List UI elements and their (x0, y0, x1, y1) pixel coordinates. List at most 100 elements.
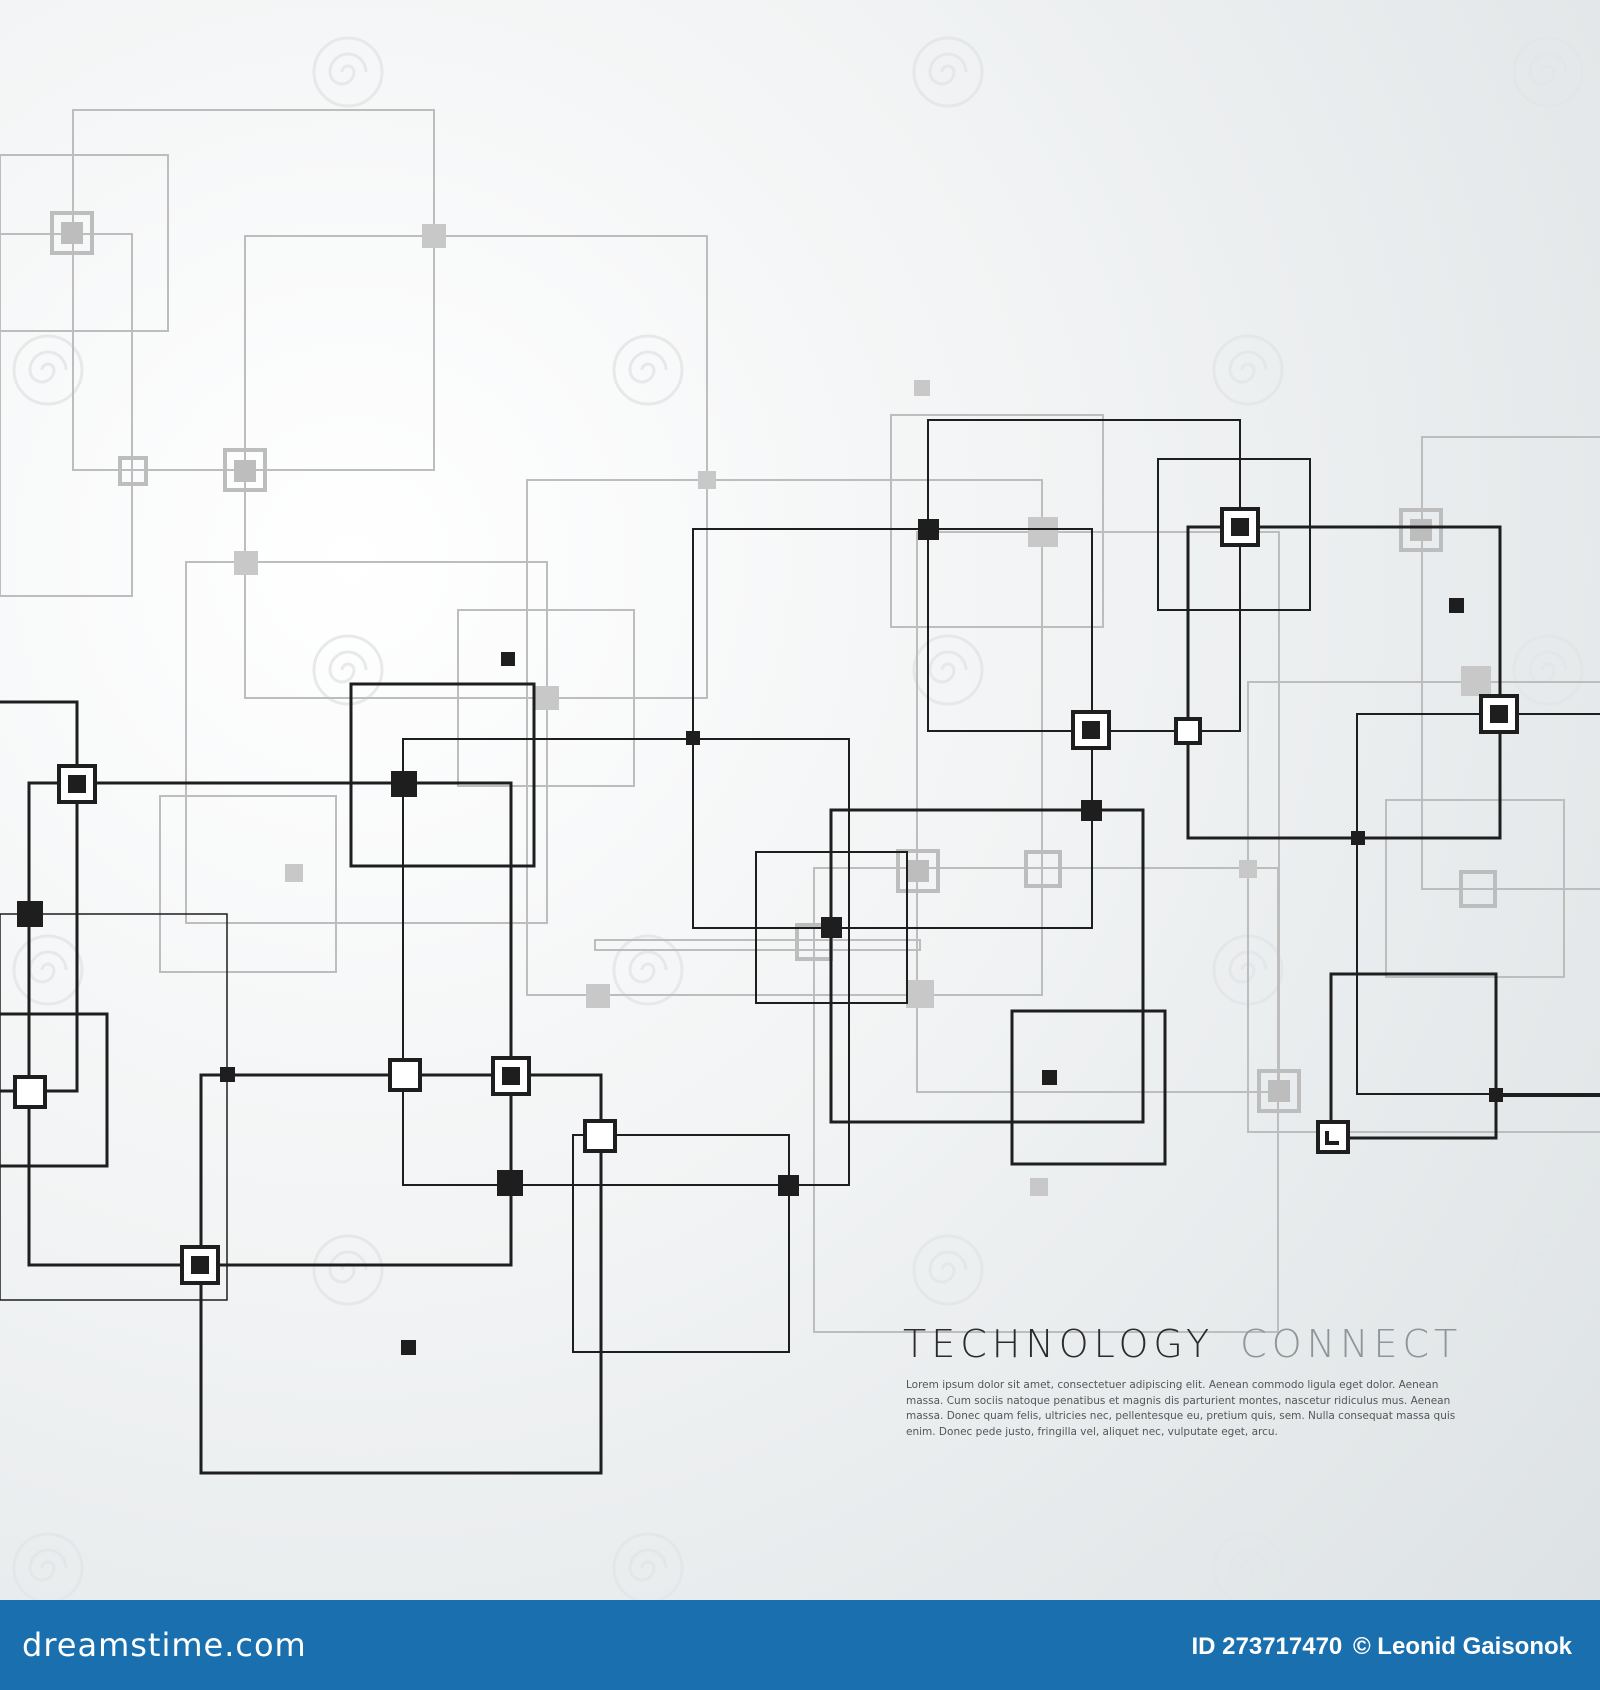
dark-node-ring (1071, 710, 1111, 750)
light-node-square (234, 551, 258, 575)
headline-primary-word: TECHNOLOGY (903, 1322, 1215, 1366)
spiral-icon (612, 334, 684, 406)
dark-node-square (68, 775, 86, 793)
spiral-icon (1212, 1532, 1284, 1600)
spiral-icon (12, 334, 84, 406)
dark-rect (0, 1012, 109, 1168)
dark-rect (27, 781, 513, 1267)
dark-rect (0, 913, 228, 1301)
dark-node-ring (491, 1056, 531, 1096)
light-rect (244, 235, 708, 699)
author-credit: © Leonid Gaisonok (1352, 1633, 1572, 1660)
dark-node-square (17, 901, 43, 927)
spiral-icon (12, 934, 84, 1006)
spiral-icon (912, 1234, 984, 1306)
light-node-ring (1459, 870, 1497, 908)
light-node-layer (50, 211, 1497, 1196)
dark-rect (199, 1073, 603, 1475)
dark-rect (0, 700, 79, 1093)
stock-footer-bar: dreamstime.com ID 273717470 © Leonid Gai… (0, 1600, 1600, 1690)
watermark-spiral-icons (12, 36, 1584, 1600)
placeholder-body-text: Lorem ipsum dolor sit amet, consectetuer… (906, 1379, 1456, 1438)
dark-node-square (1042, 1070, 1057, 1085)
light-node-square (535, 686, 559, 710)
dark-node-square (821, 917, 842, 938)
light-node-square (285, 864, 303, 882)
light-rect (1385, 799, 1565, 978)
headline-secondary-word: CONNECT (1240, 1322, 1463, 1366)
light-line-layer (0, 109, 1600, 1333)
light-node-square (586, 984, 610, 1008)
dark-rect (1186, 525, 1502, 840)
light-rect (916, 531, 1280, 1093)
light-rect (526, 479, 1043, 996)
dark-node-square (501, 652, 515, 666)
spiral-icon (612, 934, 684, 1006)
spiral-icon (312, 634, 384, 706)
dreamstime-logo: dreamstime.com (22, 1626, 307, 1664)
dark-rect (1010, 1009, 1167, 1166)
light-rect (72, 109, 435, 471)
dark-node-square (686, 731, 700, 745)
spiral-icon (312, 36, 384, 108)
light-node-ring (1257, 1069, 1301, 1113)
light-node-square (61, 222, 83, 244)
spiral-icon (312, 1234, 384, 1306)
light-node-square (906, 980, 934, 1008)
dark-rect (829, 808, 1145, 1124)
dark-node-square (191, 1256, 209, 1274)
dark-node-square (1449, 598, 1464, 613)
light-rect (0, 154, 169, 332)
light-node-ring (1399, 508, 1443, 552)
artwork-canvas: TECHNOLOGY CONNECT Lorem ipsum dolor sit … (0, 0, 1600, 1600)
light-node-square (1268, 1080, 1290, 1102)
spiral-icon (12, 1532, 84, 1600)
connection-network-graphic (0, 36, 1600, 1600)
dark-node-square (220, 1067, 235, 1082)
dark-node-square (918, 519, 939, 540)
light-rect (159, 795, 337, 973)
light-rect (1247, 681, 1600, 1133)
dark-node-square (502, 1067, 520, 1085)
dark-node-corner (1325, 1131, 1339, 1145)
spiral-icon (912, 634, 984, 706)
light-node-square (1028, 517, 1058, 547)
dark-rect (572, 1134, 790, 1353)
spiral-icon (612, 1532, 684, 1600)
light-node-square (698, 471, 716, 489)
dark-node-square (1082, 721, 1100, 739)
dark-rect (402, 738, 850, 1186)
dark-rect (927, 419, 1241, 732)
light-node-square (1461, 666, 1491, 696)
light-rect (0, 233, 133, 597)
light-rect (457, 609, 635, 787)
light-node-ring (50, 211, 94, 255)
dark-node-square (401, 1340, 416, 1355)
dark-node-square (391, 771, 417, 797)
dark-node-ring (13, 1075, 47, 1109)
light-node-square (422, 224, 446, 248)
light-rect (594, 939, 921, 951)
headline: TECHNOLOGY CONNECT (903, 1322, 1503, 1366)
light-node-square (234, 460, 256, 482)
dark-node-ring (1174, 717, 1202, 745)
light-node-square (1410, 519, 1432, 541)
dark-node-ring (583, 1119, 617, 1153)
dark-node-square (1081, 800, 1102, 821)
dark-node-square (1489, 1088, 1503, 1102)
image-credit: ID 273717470 © Leonid Gaisonok (1191, 1633, 1572, 1661)
light-rect (813, 867, 1279, 1333)
dark-rect (1157, 458, 1311, 611)
spiral-icon (1512, 36, 1584, 108)
light-node-square (914, 380, 930, 396)
light-node-square (1030, 1178, 1048, 1196)
light-node-square (907, 860, 929, 882)
spiral-icon (912, 36, 984, 108)
dark-node-square (1490, 705, 1508, 723)
dark-rect (349, 682, 536, 868)
spiral-icon (1512, 1234, 1584, 1306)
spiral-icon (1512, 634, 1584, 706)
dark-node-square (497, 1170, 523, 1196)
dark-node-square (1231, 518, 1249, 536)
light-node-ring (118, 456, 148, 486)
